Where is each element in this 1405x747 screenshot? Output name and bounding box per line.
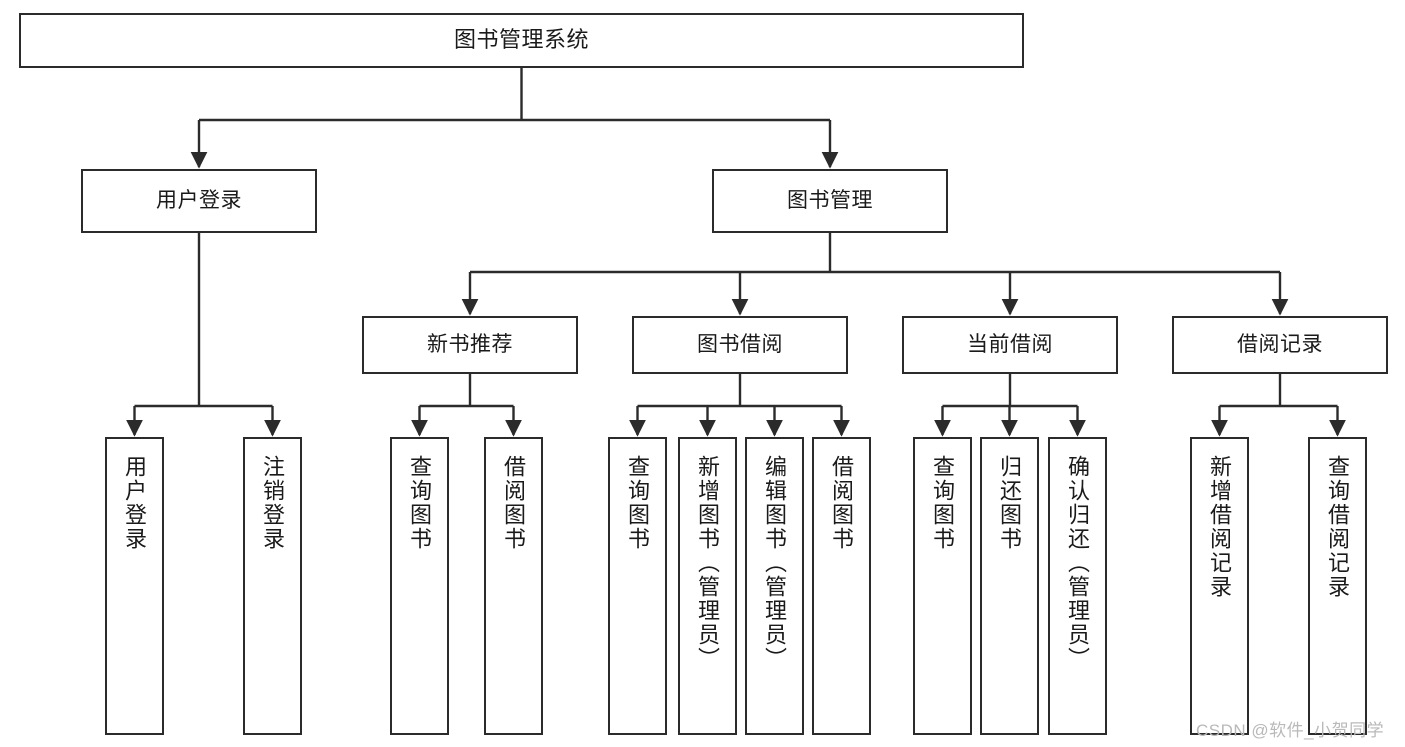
- node-label: 新增借阅记录: [1207, 455, 1233, 599]
- node-label: 查询借阅记录: [1325, 455, 1351, 599]
- node-label: 图书管理: [787, 189, 873, 213]
- node-leaf5[interactable]: 查询图书: [608, 437, 667, 735]
- node-label: 图书管理系统: [453, 27, 589, 53]
- node-leaf7[interactable]: 编辑图书（管理员）: [745, 437, 804, 735]
- node-label: 查询图书: [930, 455, 956, 551]
- edge-paths: [126, 68, 1346, 437]
- node-label: 用户登录: [156, 189, 242, 213]
- node-label: 确认归还（管理员）: [1065, 455, 1091, 671]
- node-records[interactable]: 借阅记录: [1172, 316, 1388, 374]
- node-leaf11[interactable]: 确认归还（管理员）: [1048, 437, 1107, 735]
- node-leaf3[interactable]: 查询图书: [390, 437, 449, 735]
- node-label: 新增图书（管理员）: [695, 455, 721, 671]
- node-label: 查询图书: [407, 455, 433, 551]
- node-root[interactable]: 图书管理系统: [19, 13, 1024, 68]
- node-label: 查询图书: [625, 455, 651, 551]
- node-login[interactable]: 用户登录: [81, 169, 317, 233]
- node-current[interactable]: 当前借阅: [902, 316, 1118, 374]
- node-label: 图书借阅: [697, 333, 783, 357]
- node-label: 用户登录: [122, 455, 148, 551]
- node-label: 借阅图书: [501, 455, 527, 551]
- node-borrow[interactable]: 图书借阅: [632, 316, 848, 374]
- node-bookmgmt[interactable]: 图书管理: [712, 169, 948, 233]
- node-leaf1[interactable]: 用户登录: [105, 437, 164, 735]
- node-leaf4[interactable]: 借阅图书: [484, 437, 543, 735]
- node-label: 归还图书: [997, 455, 1023, 551]
- node-label: 借阅记录: [1237, 333, 1323, 357]
- node-label: 注销登录: [260, 455, 286, 551]
- node-label: 编辑图书（管理员）: [762, 455, 788, 671]
- node-leaf8[interactable]: 借阅图书: [812, 437, 871, 735]
- node-leaf2[interactable]: 注销登录: [243, 437, 302, 735]
- node-newbook[interactable]: 新书推荐: [362, 316, 578, 374]
- node-label: 借阅图书: [829, 455, 855, 551]
- node-leaf12[interactable]: 新增借阅记录: [1190, 437, 1249, 735]
- node-leaf13[interactable]: 查询借阅记录: [1308, 437, 1367, 735]
- node-label: 当前借阅: [967, 333, 1053, 357]
- node-label: 新书推荐: [427, 333, 513, 357]
- watermark-text: CSDN @软件_小贺同学: [1196, 721, 1385, 740]
- node-leaf6[interactable]: 新增图书（管理员）: [678, 437, 737, 735]
- node-leaf10[interactable]: 归还图书: [980, 437, 1039, 735]
- node-leaf9[interactable]: 查询图书: [913, 437, 972, 735]
